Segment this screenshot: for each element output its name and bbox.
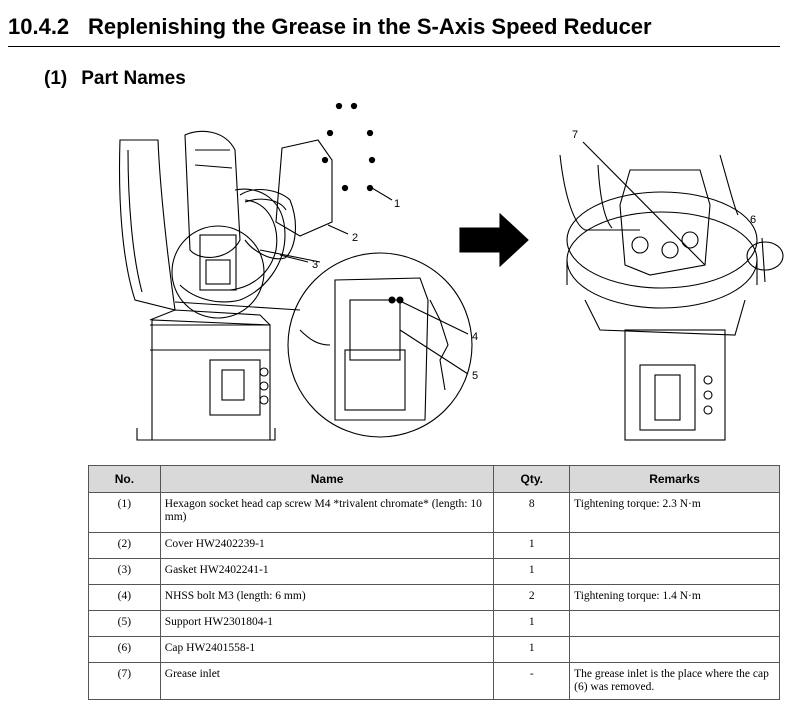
callout-6: 6: [750, 214, 756, 226]
parts-table: No. Name Qty. Remarks (1) Hexagon socket…: [88, 465, 780, 700]
cell-qty: 1: [493, 610, 571, 637]
cell-name: Gasket HW2402241-1: [159, 558, 495, 585]
cell-remarks: The grease inlet is the place where the …: [569, 662, 780, 700]
header-remarks: Remarks: [569, 465, 780, 493]
cell-name: NHSS bolt M3 (length: 6 mm): [159, 584, 495, 611]
exploded-cover: [239, 139, 333, 260]
cell-name: Cover HW2402239-1: [159, 532, 495, 559]
cell-remarks: [569, 558, 780, 585]
part-names-figure: 1 2 3 4 5 6 7: [118, 102, 784, 441]
screws: [321, 102, 376, 192]
cell-name: Cap HW2401558-1: [159, 636, 495, 663]
section-heading: 10.4.2 Replenishing the Grease in the S-…: [8, 12, 780, 47]
cell-no: (5): [88, 610, 161, 637]
cell-remarks: [569, 636, 780, 663]
cell-remarks: [569, 532, 780, 559]
callout-4: 4: [472, 331, 478, 343]
table-row: (1) Hexagon socket head cap screw M4 *tr…: [88, 492, 780, 533]
table-row: (5) Support HW2301804-1 1: [88, 610, 780, 637]
cell-qty: 1: [493, 636, 571, 663]
cell-no: (4): [88, 584, 161, 611]
cell-remarks: Tightening torque: 1.4 N·m: [569, 584, 780, 611]
header-name: Name: [159, 465, 495, 493]
right-robot-drawing: [559, 154, 758, 441]
table-row: (2) Cover HW2402239-1 1: [88, 532, 780, 559]
subsection-number: (1): [44, 68, 68, 89]
header-qty: Qty.: [493, 465, 571, 493]
left-robot-drawing: [118, 130, 286, 441]
cap-part: [746, 241, 784, 271]
table-row: (7) Grease inlet - The grease inlet is t…: [88, 662, 780, 700]
cell-name: Grease inlet: [159, 662, 495, 700]
cell-qty: 2: [493, 584, 571, 611]
cell-no: (2): [88, 532, 161, 559]
table-row: (4) NHSS bolt M3 (length: 6 mm) 2 Tighte…: [88, 584, 780, 611]
section-number: 10.4.2: [8, 14, 70, 39]
callout-5: 5: [472, 370, 478, 382]
table-row: (6) Cap HW2401558-1 1: [88, 636, 780, 663]
cell-no: (6): [88, 636, 161, 663]
cell-no: (3): [88, 558, 161, 585]
section-title: Replenishing the Grease in the S-Axis Sp…: [88, 14, 652, 39]
leader-lines: [279, 141, 766, 375]
cell-qty: 8: [493, 492, 571, 533]
direction-arrow: [459, 212, 529, 268]
callout-3: 3: [312, 259, 318, 271]
cell-qty: 1: [493, 558, 571, 585]
table-header-row: No. Name Qty. Remarks: [88, 465, 780, 493]
cell-remarks: Tightening torque: 2.3 N·m: [569, 492, 780, 533]
cell-name: Hexagon socket head cap screw M4 *trival…: [159, 492, 495, 533]
cell-name: Support HW2301804-1: [159, 610, 495, 637]
callout-labels: 1 2 3 4 5 6 7: [312, 129, 756, 382]
cell-no: (7): [88, 662, 161, 700]
header-no: No.: [88, 465, 161, 493]
cell-no: (1): [88, 492, 161, 533]
subsection-title: Part Names: [81, 68, 186, 89]
cell-remarks: [569, 610, 780, 637]
subsection-heading: (1) Part Names: [44, 68, 186, 90]
detail-magnifier: [174, 249, 473, 438]
callout-7: 7: [572, 129, 578, 141]
table-row: (3) Gasket HW2402241-1 1: [88, 558, 780, 585]
cell-qty: -: [493, 662, 571, 700]
callout-1: 1: [394, 198, 400, 210]
callout-2: 2: [352, 232, 358, 244]
cell-qty: 1: [493, 532, 571, 559]
